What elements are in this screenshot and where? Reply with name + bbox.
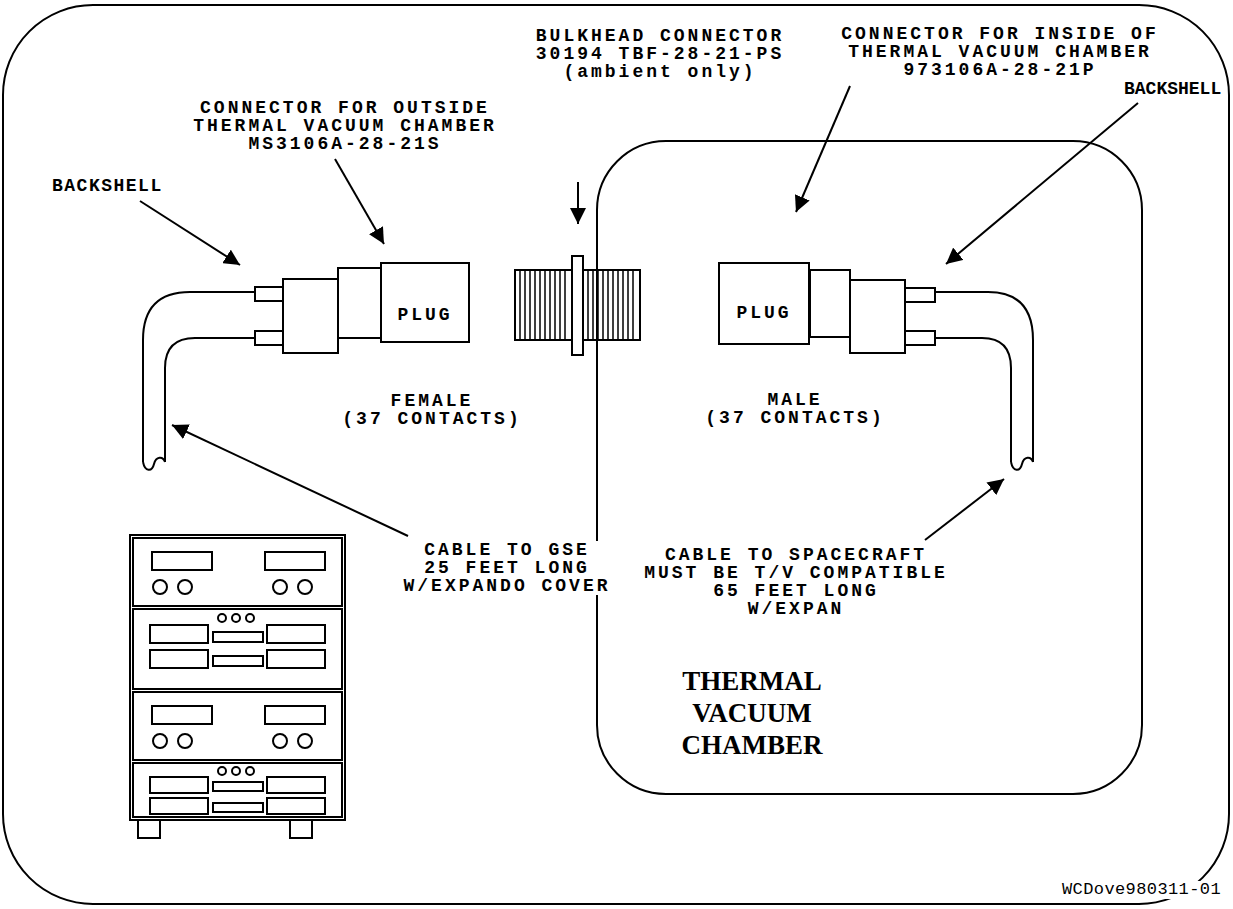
plug-box: PLUG bbox=[718, 262, 810, 345]
callout-label: BULKHEAD CONNECTOR 30194 TBF-28-21-PS (a… bbox=[536, 27, 784, 81]
callout-label: CONNECTOR FOR OUTSIDE THERMAL VACUUM CHA… bbox=[193, 99, 497, 153]
bulkhead-body bbox=[583, 270, 640, 340]
rack-knob bbox=[298, 580, 312, 594]
leader-arrow bbox=[577, 182, 579, 224]
plug-label: PLUG bbox=[397, 306, 452, 324]
rack-display bbox=[150, 798, 208, 814]
cable-end bbox=[143, 458, 165, 470]
rack-panel bbox=[133, 692, 342, 760]
callout-label: BACKSHELL bbox=[1124, 80, 1221, 98]
rack-light bbox=[232, 614, 240, 622]
leader-arrow bbox=[946, 103, 1138, 264]
rack-display bbox=[267, 625, 325, 643]
rack-knob bbox=[178, 734, 192, 748]
bulkhead-body bbox=[515, 270, 572, 340]
rack-display bbox=[150, 777, 208, 793]
backshell bbox=[283, 279, 338, 353]
rack-light bbox=[218, 767, 226, 775]
callout-label: BACKSHELL bbox=[52, 177, 163, 195]
rack-light bbox=[246, 614, 254, 622]
callout-label: FEMALE (37 CONTACTS) bbox=[342, 392, 521, 428]
leader-arrow bbox=[925, 479, 1004, 540]
rack-display bbox=[152, 552, 212, 570]
backshell bbox=[338, 268, 382, 338]
leader-arrow bbox=[335, 159, 384, 244]
rack-body bbox=[130, 535, 345, 820]
plug-label: PLUG bbox=[736, 304, 791, 322]
rack-knob bbox=[153, 734, 167, 748]
chamber-outline: THERMAL VACUUM CHAMBER PLUG bbox=[596, 140, 1143, 795]
inside-cable-assembly bbox=[810, 270, 1033, 470]
leader-arrows bbox=[140, 86, 1138, 540]
outside-cable-assembly bbox=[143, 268, 382, 470]
rack-display bbox=[267, 777, 325, 793]
callout-label: CABLE TO GSE 25 FEET LONG W/EXPANDO COVE… bbox=[403, 541, 610, 595]
leader-arrow bbox=[172, 425, 408, 536]
backshell bbox=[905, 288, 935, 302]
frame-outline bbox=[3, 5, 1229, 904]
backshell bbox=[255, 287, 285, 301]
rack-knob bbox=[273, 734, 287, 748]
rack-panel bbox=[133, 609, 342, 689]
backshell bbox=[905, 331, 935, 345]
rack-display bbox=[265, 552, 325, 570]
chamber-label: THERMAL VACUUM CHAMBER bbox=[682, 665, 823, 761]
rack-slot bbox=[213, 632, 263, 642]
bulkhead-flange bbox=[572, 256, 583, 355]
backshell bbox=[255, 331, 285, 345]
rack-light bbox=[218, 614, 226, 622]
rack-slot bbox=[213, 782, 263, 791]
callout-label: CABLE TO SPACECRAFT MUST BE T/V COMPATIB… bbox=[644, 546, 948, 618]
cable-end bbox=[1011, 458, 1033, 470]
rack-display bbox=[150, 625, 208, 643]
rack-knob bbox=[273, 580, 287, 594]
rack-display bbox=[265, 706, 325, 724]
rack-light bbox=[246, 767, 254, 775]
callout-label: MALE (37 CONTACTS) bbox=[705, 391, 884, 427]
leader-arrow bbox=[140, 201, 240, 265]
leader-arrow bbox=[796, 86, 850, 212]
cable bbox=[935, 292, 1033, 462]
backshell bbox=[810, 270, 850, 337]
rack-knob bbox=[298, 734, 312, 748]
callout-label: CONNECTOR FOR INSIDE OF THERMAL VACUUM C… bbox=[841, 25, 1158, 79]
backshell bbox=[850, 280, 905, 353]
rack-foot bbox=[290, 820, 312, 838]
cable bbox=[143, 292, 255, 462]
bulkhead-connector bbox=[515, 256, 640, 355]
rack-display bbox=[150, 650, 208, 668]
rack-display bbox=[152, 706, 212, 724]
rack-knob bbox=[153, 580, 167, 594]
rack-light bbox=[232, 767, 240, 775]
rack-display bbox=[267, 798, 325, 814]
cable bbox=[935, 338, 1011, 462]
rack-foot bbox=[138, 820, 160, 838]
plug-box: PLUG bbox=[380, 262, 470, 343]
drawing-number: WCDove980311-01 bbox=[1062, 881, 1221, 899]
rack-slot bbox=[213, 656, 263, 666]
rack-display bbox=[267, 650, 325, 668]
rack-panel bbox=[133, 538, 342, 606]
rack-panel bbox=[133, 763, 342, 817]
equipment-rack bbox=[130, 535, 345, 838]
rack-slot bbox=[213, 803, 263, 812]
rack-knob bbox=[178, 580, 192, 594]
